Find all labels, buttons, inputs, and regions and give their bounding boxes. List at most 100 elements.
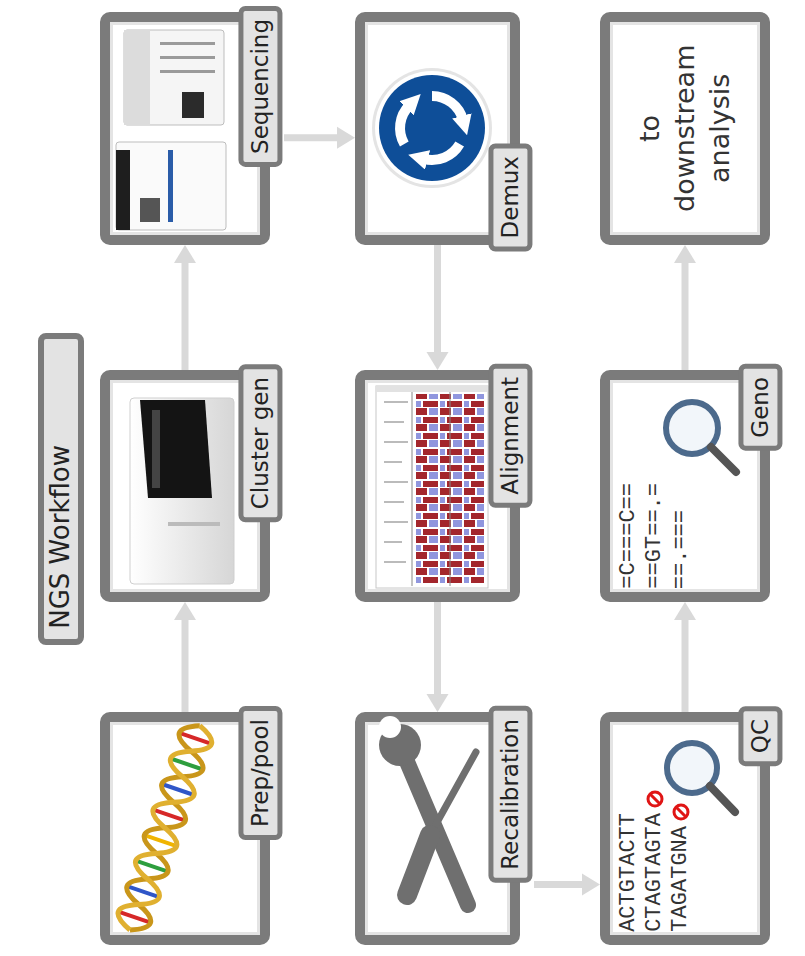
sequencer-machines (160, 56, 215, 59)
workflow-step: Sequencing (100, 12, 270, 245)
cluster-station (152, 410, 160, 488)
step-tab: Geno (738, 364, 782, 451)
dna-helix (144, 835, 176, 846)
sequence-text: ==GT==.= (642, 483, 668, 589)
sequencer-machines (182, 92, 204, 118)
qc-magnifier (667, 743, 735, 812)
step-text: to downstream analysis (632, 36, 737, 221)
arrow-shaft (534, 881, 584, 888)
step-label: Prep/pool (247, 719, 273, 827)
sequencer-machines (160, 42, 215, 45)
alignment-screenshot (416, 394, 484, 584)
geno-magnifier (666, 402, 736, 472)
sequence-text: CTAGTAGTA (642, 813, 668, 932)
step-label: Geno (747, 377, 773, 438)
arrow-shaft (434, 602, 441, 696)
alignment-screenshot (376, 386, 488, 588)
flow-arrow (674, 602, 696, 712)
stop-marks (676, 807, 686, 817)
workflow-step: Cluster gen (100, 370, 270, 602)
roundabout-sign (372, 68, 492, 188)
stop-marks (674, 805, 688, 819)
flow-arrow (534, 873, 600, 895)
step-tab: Sequencing (238, 6, 282, 167)
arrow-head (582, 873, 600, 895)
roundabout-sign (372, 68, 492, 188)
stop-marks (648, 792, 688, 819)
arrow-head (337, 127, 355, 149)
qc-magnifier (710, 786, 735, 812)
cluster-station (130, 398, 234, 584)
dna-helix (136, 861, 168, 872)
step-tab: Alignment (488, 364, 532, 508)
cluster-station (168, 522, 220, 526)
workflow-step: Alignment (355, 370, 520, 602)
arrow-shaft (682, 618, 689, 712)
sequence-text: =C===C== (616, 483, 642, 589)
step-tab: Cluster gen (238, 364, 282, 522)
alignment-screenshot (376, 386, 488, 392)
tools-icon (407, 835, 430, 895)
step-tab: QC (738, 706, 782, 766)
sequencer-machines (124, 30, 224, 125)
arrow-shaft (182, 261, 189, 370)
roundabout-sign (400, 105, 409, 144)
alignment-screenshot (376, 386, 488, 588)
step-label: Recalibration (497, 719, 523, 870)
sequencer-machines (116, 30, 226, 230)
dna-helix (118, 726, 212, 930)
workflow-step: to downstream analysis (600, 12, 770, 245)
flow-arrow (427, 602, 449, 712)
flow-arrow (427, 245, 449, 370)
roundabout-sign (379, 75, 485, 181)
stop-marks (650, 794, 660, 804)
workflow-step: Prep/pool (100, 712, 270, 945)
alignment-screenshot (384, 402, 408, 562)
dna-helix (118, 726, 212, 930)
tools-icon (379, 724, 421, 766)
sequence-text: TAGATGNA (668, 826, 694, 932)
step-tab: Recalibration (488, 706, 532, 883)
dna-helix (118, 912, 150, 923)
sequence-text: ACTGTACTT (616, 813, 642, 932)
flow-arrow (674, 245, 696, 370)
arrow-head (427, 694, 449, 712)
arrow-head (674, 245, 696, 263)
arrow-shaft (682, 261, 689, 370)
dna-helix (153, 810, 185, 821)
stop-marks (648, 792, 662, 806)
step-label: Cluster gen (247, 377, 273, 509)
dna-helix (171, 759, 203, 770)
tools-icon (379, 716, 401, 738)
sequence-text: ==.=== (668, 510, 694, 589)
step-tab: Demux (488, 143, 532, 251)
roundabout-sign (424, 144, 460, 160)
dna-helix (127, 726, 203, 930)
arrow-head (427, 352, 449, 370)
arrow-head (174, 602, 196, 620)
tools-icon (379, 716, 476, 905)
workflow-step: Demux (355, 12, 520, 245)
dna-helix (127, 886, 159, 897)
tools-icon (430, 752, 476, 835)
arrow-head (674, 602, 696, 620)
workflow-step: Recalibration (355, 712, 520, 945)
geno-magnifier (711, 447, 736, 472)
dna-helix (179, 733, 211, 744)
title-box: NGS Workflow (38, 333, 84, 645)
flow-arrow (174, 245, 196, 370)
dna-helix (162, 784, 194, 795)
sequencer-machines (116, 142, 226, 230)
tools-icon (405, 757, 468, 905)
qc-magnifier (667, 743, 717, 793)
roundabout-sign (432, 96, 463, 120)
step-label: Alignment (497, 377, 523, 495)
sequencer-machines (160, 70, 215, 73)
arrow-shaft (182, 618, 189, 712)
arrow-shaft (434, 245, 441, 354)
sequencer-machines (140, 198, 160, 222)
geno-magnifier (666, 402, 718, 454)
step-label: Demux (497, 156, 523, 238)
title-text: NGS Workflow (46, 445, 76, 629)
